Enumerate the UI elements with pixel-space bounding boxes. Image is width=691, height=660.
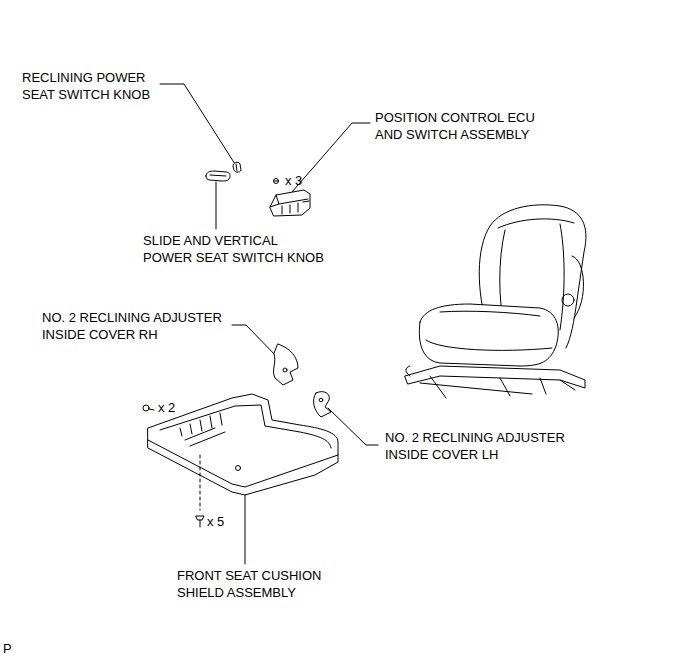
label-slot: NO. 2 RECLINING ADJUSTER INSIDE COVER LH — [385, 429, 566, 463]
quantity-label: x 5 — [207, 513, 224, 530]
part-name: FRONT SEAT CUSHION SHIELD ASSEMBLY — [177, 567, 323, 601]
reclining-knob — [233, 162, 241, 172]
label-slot: FRONT SEAT CUSHION SHIELD ASSEMBLY — [177, 567, 323, 601]
figure-code: P — [3, 640, 12, 657]
leader-line — [232, 325, 280, 360]
leader-line — [216, 182, 217, 229]
part-name: RECLINING POWER SEAT SWITCH KNOB — [22, 69, 152, 103]
part-name: NO. 2 RECLINING ADJUSTER INSIDE COVER RH — [42, 309, 223, 343]
part-name: NO. 2 RECLINING ADJUSTER INSIDE COVER LH — [385, 429, 566, 463]
leader-line — [160, 84, 235, 164]
screw — [143, 405, 154, 411]
label-slot: x 2 — [158, 399, 175, 416]
label-slot: NO. 2 RECLINING ADJUSTER INSIDE COVER RH — [42, 309, 223, 343]
screw — [196, 516, 204, 527]
slide-knob — [206, 171, 230, 181]
quantity-label: x 3 — [285, 172, 302, 189]
label-slot: x 3 — [285, 172, 302, 189]
adjuster-cover-lh — [314, 392, 331, 417]
leader-line — [245, 490, 246, 564]
leader-line — [292, 123, 370, 192]
adjuster-cover-rh — [274, 344, 298, 385]
label-slot: POSITION CONTROL ECU AND SWITCH ASSEMBLY — [375, 109, 536, 143]
label-slot: P — [3, 640, 12, 657]
label-slot: x 5 — [207, 513, 224, 530]
label-slot: RECLINING POWER SEAT SWITCH KNOB — [22, 69, 152, 103]
screw — [274, 179, 279, 184]
cushion-shield — [143, 394, 338, 527]
front-seat — [405, 205, 586, 398]
part-name: SLIDE AND VERTICAL POWER SEAT SWITCH KNO… — [143, 232, 325, 266]
quantity-label: x 2 — [158, 399, 175, 416]
label-slot: SLIDE AND VERTICAL POWER SEAT SWITCH KNO… — [143, 232, 325, 266]
part-name: POSITION CONTROL ECU AND SWITCH ASSEMBLY — [375, 109, 536, 143]
